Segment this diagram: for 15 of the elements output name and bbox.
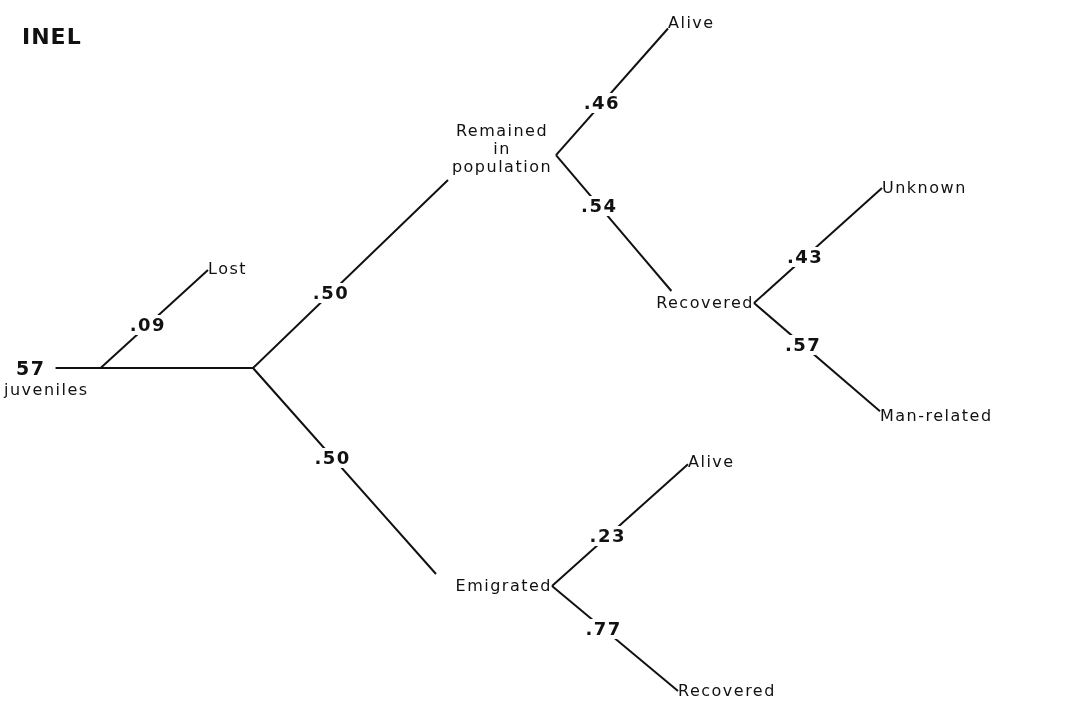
- count-label: 57: [15, 356, 46, 380]
- branch-label: Alive: [688, 451, 752, 473]
- branch-label: Man-related: [880, 404, 1020, 428]
- group-label: juveniles: [4, 380, 89, 400]
- branch-label: Alive: [668, 12, 732, 34]
- branch-label: Recovered: [636, 291, 754, 315]
- branch-label: Remained in population: [448, 118, 556, 180]
- branch-label: Emigrated: [436, 574, 552, 598]
- branch-label: Unknown: [882, 177, 982, 199]
- branch-line: [555, 27, 669, 157]
- chart-title: INEL: [22, 24, 82, 49]
- branch-label: Recovered: [678, 680, 798, 702]
- branch-line: [555, 154, 673, 292]
- branch-label: Lost: [208, 258, 264, 280]
- branch-line: [54, 366, 437, 575]
